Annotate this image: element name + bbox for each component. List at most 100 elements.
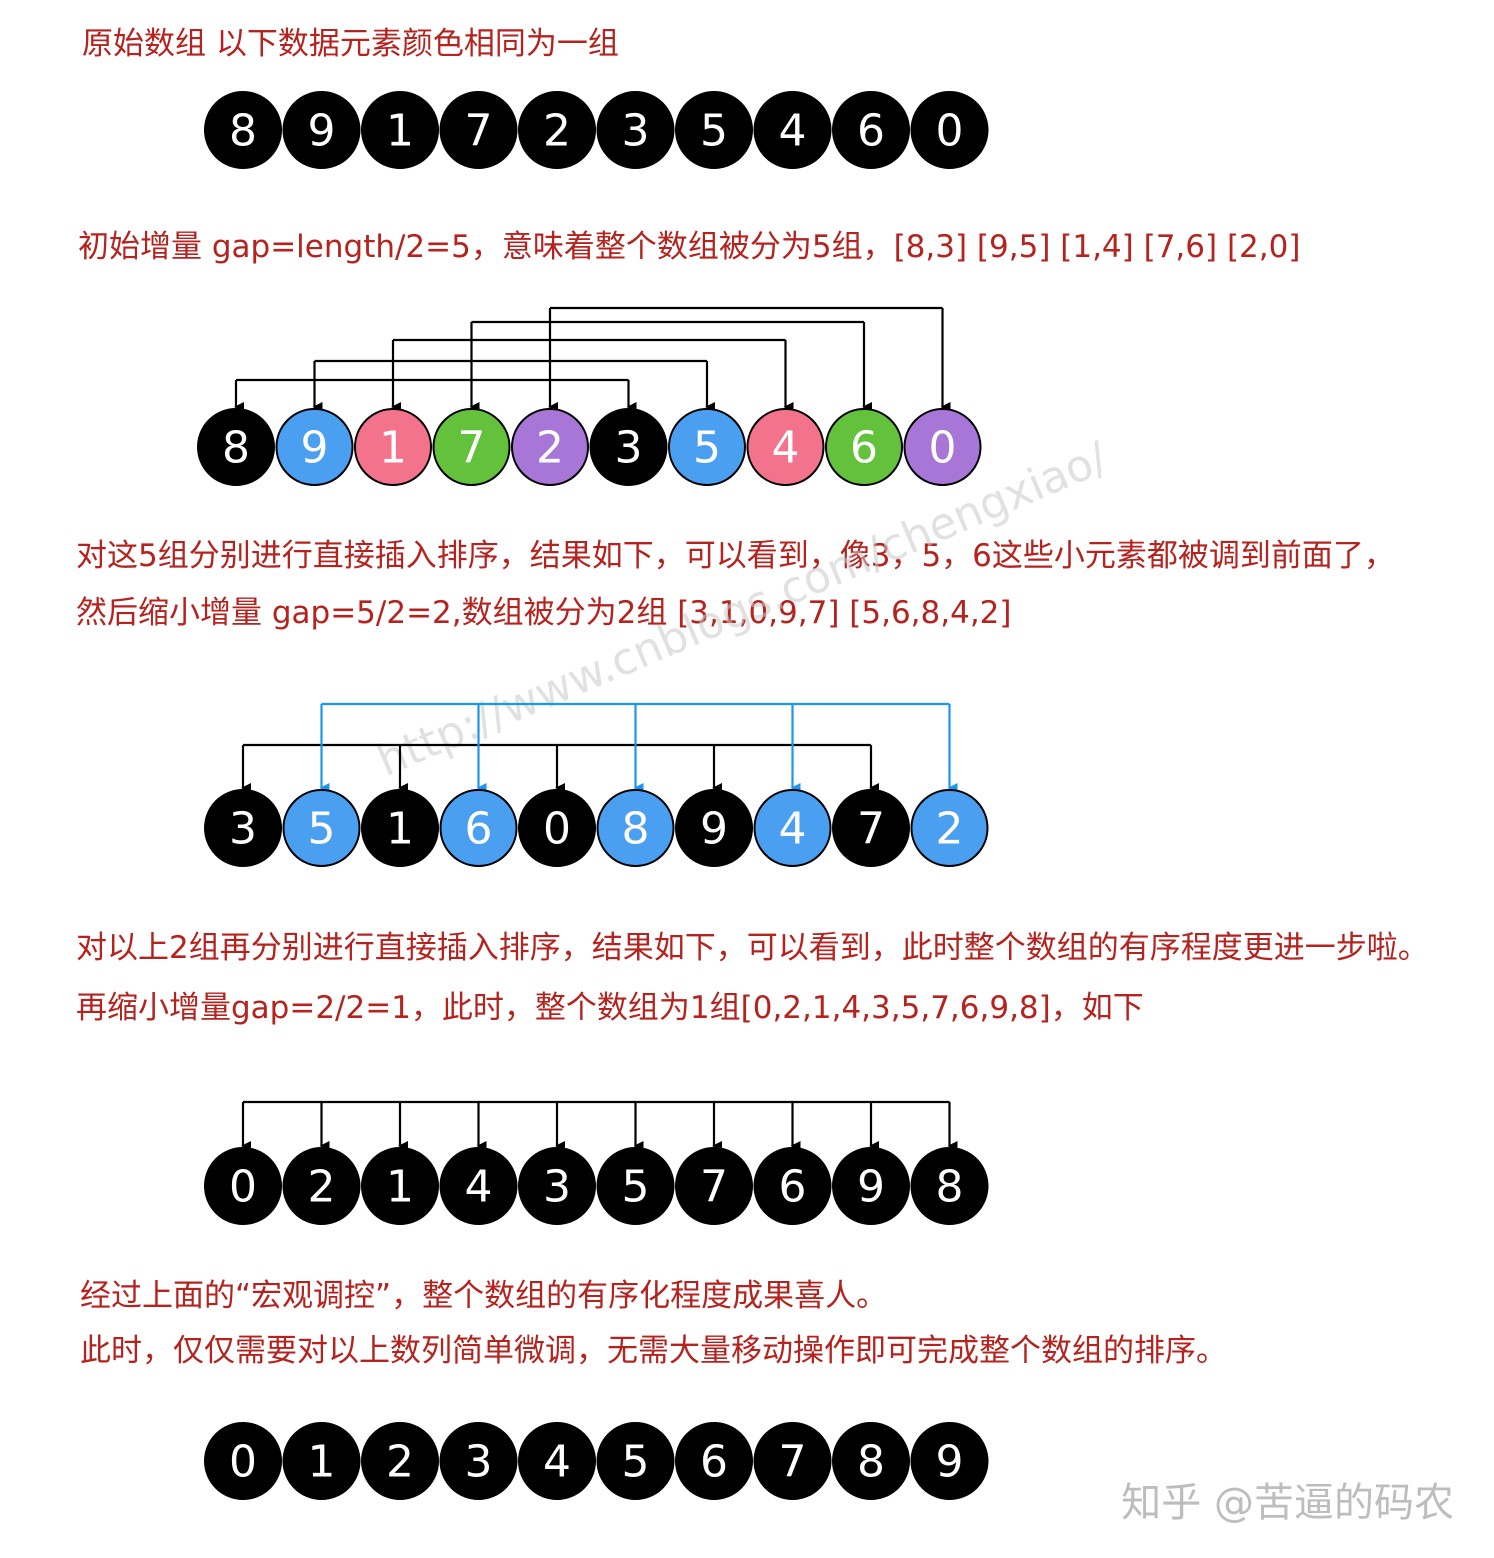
array-element-value: 5 [622,1437,650,1488]
array-element-value: 1 [386,804,414,855]
array-element-circle [282,1422,361,1500]
array-element-value: 4 [543,1437,571,1488]
arrow-layer [234,306,958,1151]
array-element-circle [753,789,832,867]
array-element-circle [668,408,746,486]
array-element-circle [439,91,518,169]
array-element-value: 5 [693,423,721,474]
array-element-value: 0 [929,423,957,474]
array-element-circle [832,1422,910,1500]
array-element-value: 7 [700,1162,728,1213]
array-element-circle [361,789,439,867]
array-element-circle [589,408,668,486]
array-element-value: 5 [308,804,336,855]
array-element-value: 3 [615,423,643,474]
array-element-value: 1 [379,423,407,474]
array-element-circle [675,91,753,169]
array-element-value: 9 [308,106,336,157]
array-element-value: 7 [465,106,493,157]
array-element-value: 0 [543,804,571,855]
array-element-value: 8 [936,1162,964,1213]
array-element-value: 3 [229,804,257,855]
array-element-value: 8 [222,423,250,474]
array-element-circle [518,789,596,867]
array-element-value: 3 [622,106,650,157]
array-element-circle [832,789,910,867]
array-element-circle [361,91,439,169]
array-element-value: 8 [857,1437,885,1488]
array-element-value: 2 [543,106,571,157]
array-element-value: 4 [779,106,807,157]
array-element-value: 7 [857,804,885,855]
array-element-value: 0 [229,1162,257,1213]
array-element-value: 9 [857,1162,885,1213]
array-element-value: 6 [779,1162,807,1213]
array-element-value: 7 [779,1437,807,1488]
array-element-circle [282,91,361,169]
array-element-value: 2 [308,1162,336,1213]
array-element-value: 1 [386,106,414,157]
array-element-circle [675,1422,753,1500]
array-element-circle [204,789,282,867]
array-element-value: 9 [301,423,329,474]
array-element-circle [910,789,989,867]
array-element-value: 6 [857,106,885,157]
array-element-circle [596,91,675,169]
array-element-circle [832,91,910,169]
array-element-circle [753,1422,832,1500]
array-element-circle [204,1422,282,1500]
array-element-circle [753,1147,832,1225]
array-element-circle [282,789,361,867]
array-element-value: 9 [936,1437,964,1488]
array-element-circle [361,1422,439,1500]
array-element-circle [432,408,511,486]
array-element-value: 8 [229,106,257,157]
array-element-circle [439,1147,518,1225]
caption-after-gap2-sort: 对以上2组再分别进行直接插入排序，结果如下，可以看到，此时整个数组的有序程度更进… [76,930,1429,966]
caption-fine-tune: 此时，仅仅需要对以上数列简单微调，无需大量移动操作即可完成整个数组的排序。 [80,1333,1227,1369]
array-element-circle [204,91,282,169]
array-element-circle [596,1147,675,1225]
array-element-value: 4 [465,1162,493,1213]
array-element-value: 0 [229,1437,257,1488]
array-element-value: 7 [458,423,486,474]
caption-gap-5: 初始增量 gap=length/2=5，意味着整个数组被分为5组，[8,3] [… [78,229,1301,265]
array-element-circle [204,1147,282,1225]
array-element-value: 0 [936,106,964,157]
array-element-circle [903,408,982,486]
array-element-value: 1 [386,1162,414,1213]
array-element-circle [439,789,518,867]
array-element-circle [675,1147,753,1225]
array-element-circle [910,1147,989,1225]
caption-after-gap5-sort: 对这5组分别进行直接插入排序，结果如下，可以看到，像3，5，6这些小元素都被调到… [76,538,1395,574]
array-element-value: 2 [936,804,964,855]
array-element-circle [518,91,596,169]
array-element-value: 5 [622,1162,650,1213]
array-element-value: 6 [465,804,493,855]
array-element-circle [518,1147,596,1225]
array-element-value: 4 [772,423,800,474]
array-element-circle [361,1147,439,1225]
array-element-circle [596,789,675,867]
array-element-value: 2 [536,423,564,474]
array-element-circle [910,91,989,169]
caption-gap-2: 然后缩小增量 gap=5/2=2,数组被分为2组 [3,1,0,9,7] [5,… [76,595,1012,631]
array-element-circle [511,408,589,486]
array-element-circle [518,1422,596,1500]
array-element-value: 6 [850,423,878,474]
array-element-value: 9 [700,804,728,855]
array-element-circle [354,408,432,486]
caption-result: 经过上面的“宏观调控”，整个数组的有序化程度成果喜人。 [80,1278,888,1314]
array-element-value: 2 [386,1437,414,1488]
array-element-circle [197,408,275,486]
array-element-value: 5 [700,106,728,157]
array-element-circle [746,408,825,486]
array-element-circle [910,1422,989,1500]
array-element-value: 3 [465,1437,493,1488]
array-element-value: 3 [543,1162,571,1213]
array-element-value: 6 [700,1437,728,1488]
array-element-circle [832,1147,910,1225]
zhihu-watermark: 知乎 @苦逼的码农 [1121,1480,1454,1526]
